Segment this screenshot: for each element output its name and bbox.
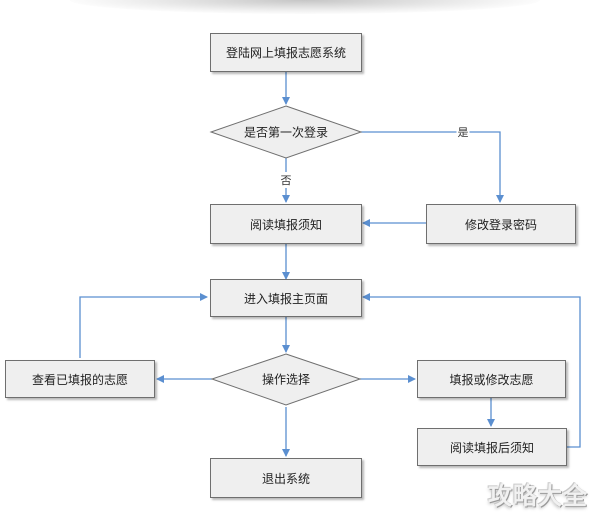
arrow-view-to-main (79, 293, 208, 358)
node-fill-or-modify: 填报或修改志愿 (417, 360, 566, 398)
decision-first-login-shape (209, 105, 363, 159)
node-read-after: 阅读填报后须知 (417, 428, 567, 466)
node-exit: 退出系统 (210, 458, 362, 498)
arrow-decision-yes (361, 131, 504, 203)
node-first-login-label: 是否第一次登录 (243, 125, 329, 140)
node-main-page: 进入填报主页面 (210, 279, 362, 317)
decision-choose-action-shape (210, 353, 362, 406)
edge-label-no: 否 (279, 172, 293, 188)
top-shadow (70, 0, 540, 14)
node-choose-action-label: 操作选择 (261, 372, 311, 387)
node-change-password: 修改登录密码 (426, 204, 576, 244)
edge-label-yes: 是 (456, 124, 470, 140)
node-login: 登陆网上填报志愿系统 (210, 33, 362, 72)
node-view-filled: 查看已填报的志愿 (5, 360, 155, 398)
arrow-after-to-main (362, 293, 581, 448)
watermark-text: 攻略大全 (488, 482, 588, 510)
node-read-notice: 阅读填报须知 (210, 204, 362, 244)
